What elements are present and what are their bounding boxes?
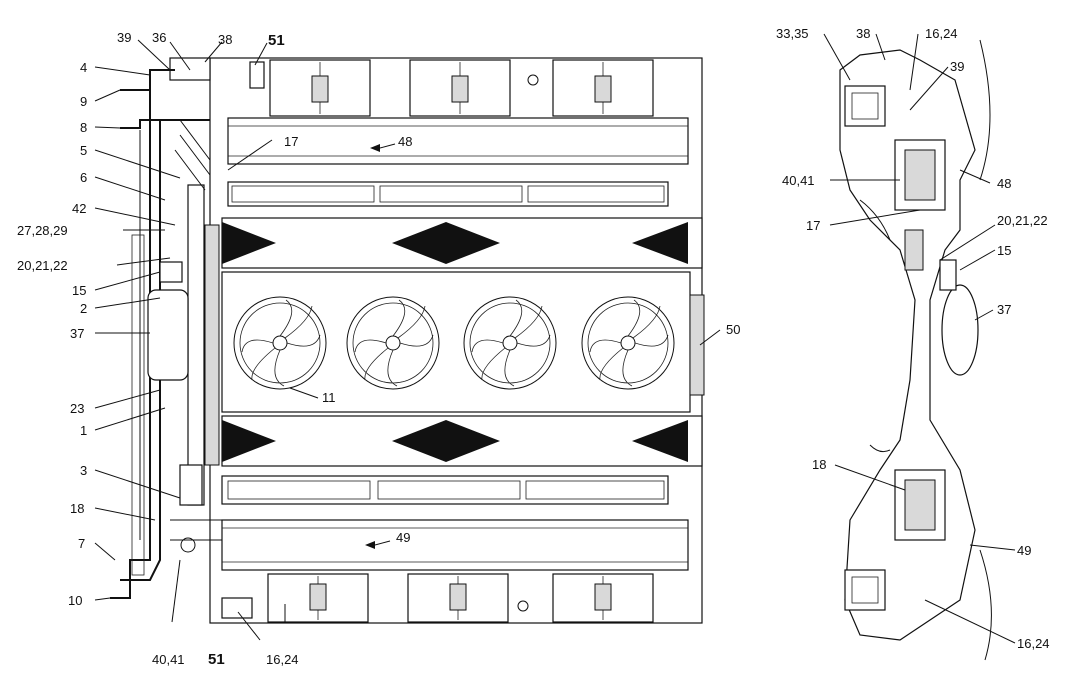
side-callout-33-35: 33,35 <box>776 26 809 41</box>
receiver-dryer-side-37 <box>941 284 979 376</box>
callout-51-bottom: 51 <box>208 651 225 668</box>
callout-15: 15 <box>72 283 86 298</box>
callout-17: 17 <box>284 134 298 149</box>
callout-1: 1 <box>80 423 87 438</box>
condenser-fan-panel <box>221 271 705 413</box>
callout-37: 37 <box>70 326 84 341</box>
callout-7: 7 <box>78 536 85 551</box>
side-callout-16-24-top: 16,24 <box>925 26 958 41</box>
side-view-unit <box>839 39 992 661</box>
callout-42: 42 <box>72 201 86 216</box>
callout-labels-left: 4 9 8 5 6 42 27,28,29 20,21,22 15 2 37 2… <box>17 30 740 668</box>
callout-16-24: 16,24 <box>266 652 299 667</box>
side-callout-49: 49 <box>1017 543 1031 558</box>
callout-5: 5 <box>80 143 87 158</box>
leader-lines-left <box>94 39 721 641</box>
receiver-dryer-37 <box>147 289 189 381</box>
callout-40-41: 40,41 <box>152 652 185 667</box>
callout-49: 49 <box>396 530 410 545</box>
callout-4: 4 <box>80 60 87 75</box>
side-callout-20-21-22: 20,21,22 <box>997 213 1048 228</box>
fan-4 <box>581 296 675 390</box>
side-callout-15: 15 <box>997 243 1011 258</box>
side-callout-17: 17 <box>806 218 820 233</box>
callout-27-28-29: 27,28,29 <box>17 223 68 238</box>
fan-3 <box>463 296 557 390</box>
callout-3: 3 <box>80 463 87 478</box>
top-blower-row <box>269 59 654 117</box>
side-callout-37: 37 <box>997 302 1011 317</box>
callout-2: 2 <box>80 301 87 316</box>
diamond-row-bottom <box>221 415 703 467</box>
side-callout-18: 18 <box>812 457 826 472</box>
callout-48: 48 <box>398 134 412 149</box>
callout-labels-right: 33,35 38 16,24 39 40,41 48 17 20,21,22 1… <box>776 26 1050 651</box>
leader-lines-right <box>823 33 1016 644</box>
callout-10: 10 <box>68 593 82 608</box>
callout-9: 9 <box>80 94 87 109</box>
side-callout-38: 38 <box>856 26 870 41</box>
callout-8: 8 <box>80 120 87 135</box>
callout-23: 23 <box>70 401 84 416</box>
callout-6: 6 <box>80 170 87 185</box>
top-view-unit <box>110 57 705 624</box>
callout-11: 11 <box>322 390 336 405</box>
side-callout-40-41: 40,41 <box>782 173 815 188</box>
side-callout-48: 48 <box>997 176 1011 191</box>
fan-1 <box>233 296 327 390</box>
refrigerant-piping <box>110 57 265 599</box>
callout-39: 39 <box>117 30 131 45</box>
side-callout-39: 39 <box>950 59 964 74</box>
callout-36: 36 <box>152 30 166 45</box>
callout-38: 38 <box>218 32 232 47</box>
bottom-blower-row <box>221 573 654 623</box>
callout-50: 50 <box>726 322 740 337</box>
callout-20-21-22: 20,21,22 <box>17 258 68 273</box>
callout-51-top: 51 <box>268 32 285 49</box>
callout-18: 18 <box>70 501 84 516</box>
side-callout-16-24-bottom: 16,24 <box>1017 636 1050 651</box>
fan-2 <box>346 296 440 390</box>
diamond-row-top <box>221 217 703 269</box>
